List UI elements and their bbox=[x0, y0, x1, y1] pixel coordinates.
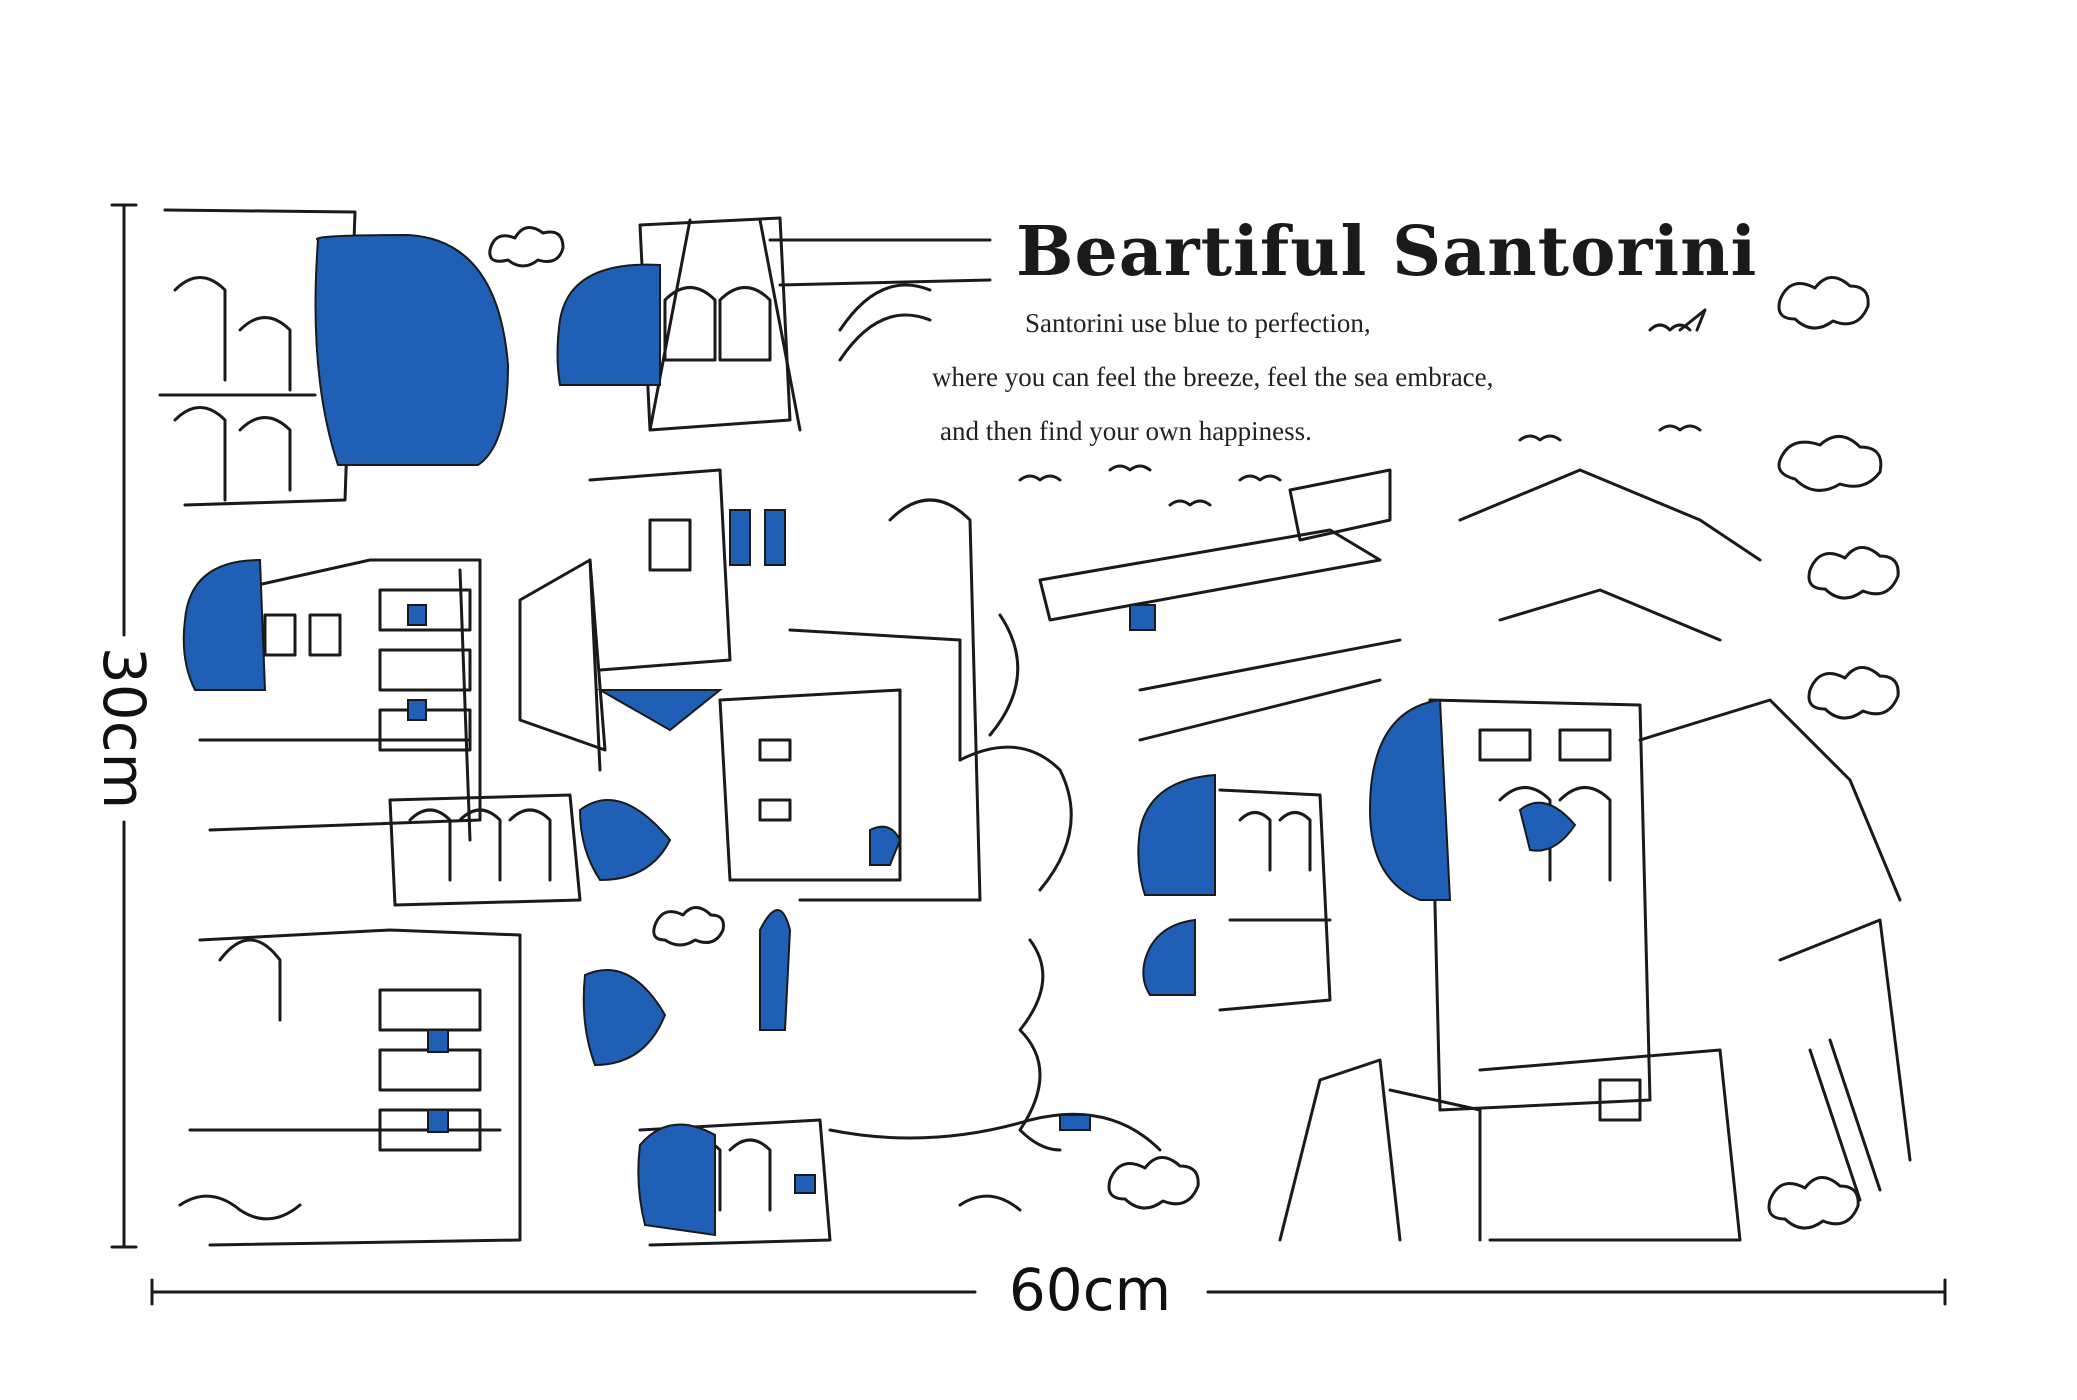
page-title: Beartiful Santorini bbox=[1016, 212, 1758, 292]
subtitle-line-3: and then find your own happiness. bbox=[940, 416, 1312, 446]
subtitle-line-1: Santorini use blue to perfection, bbox=[1025, 308, 1371, 338]
subtitle-line-2: where you can feel the breeze, feel the … bbox=[932, 362, 1494, 392]
dome-icon bbox=[314, 233, 510, 466]
height-dimension-label: 30cm bbox=[90, 646, 158, 810]
width-dimension-label: 60cm bbox=[1008, 1256, 1172, 1324]
cloud-icon bbox=[488, 226, 565, 268]
